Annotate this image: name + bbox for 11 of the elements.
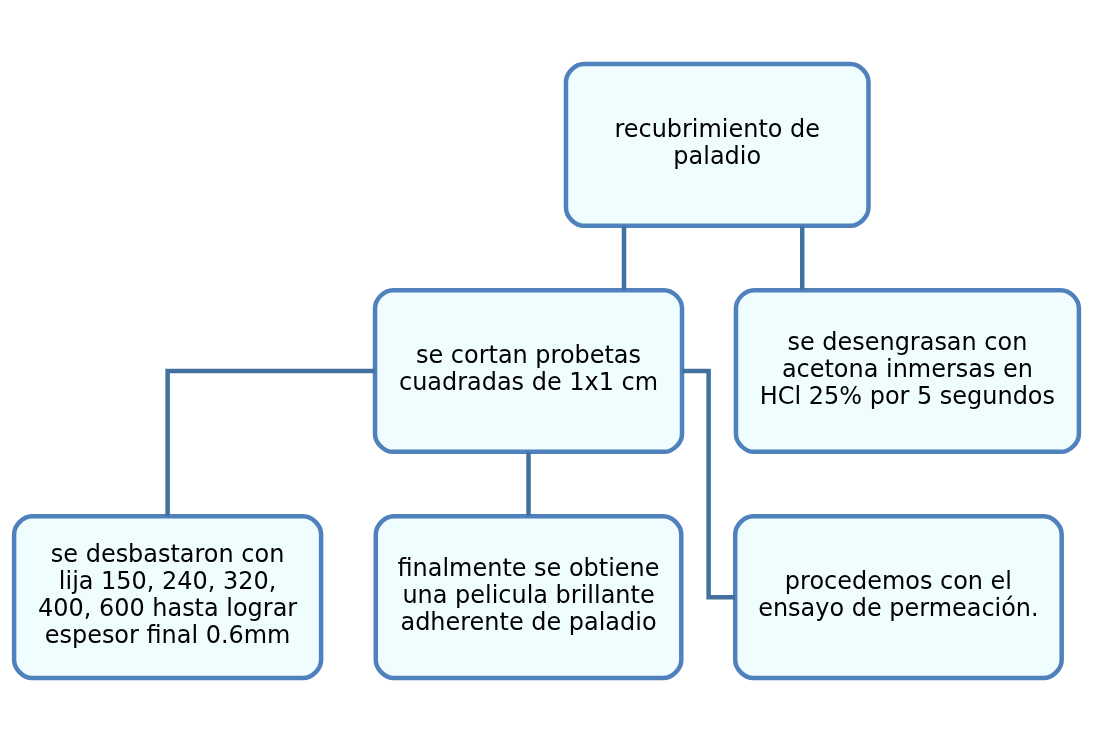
node-box: recubrimiento de paladio <box>563 61 871 228</box>
node-box: se desengrasan con acetona inmersas en HCl 25% por 5 segundos <box>733 287 1082 455</box>
connector <box>682 368 735 600</box>
node-box: finalmente se obtiene una pelicula brillante adherente de paladio <box>373 514 684 681</box>
connector <box>799 225 805 290</box>
node-box: procedemos con el ensayo de permeación. <box>732 514 1064 681</box>
connector <box>165 368 375 517</box>
node-box: se desbastaron con lija 150, 240, 320, 400, 600 hasta lograr espesor final 0.6mm <box>11 514 324 681</box>
node-box: se cortan probetas cuadradas de 1x1 cm <box>372 287 685 455</box>
connector <box>621 225 627 290</box>
connector <box>526 452 531 516</box>
